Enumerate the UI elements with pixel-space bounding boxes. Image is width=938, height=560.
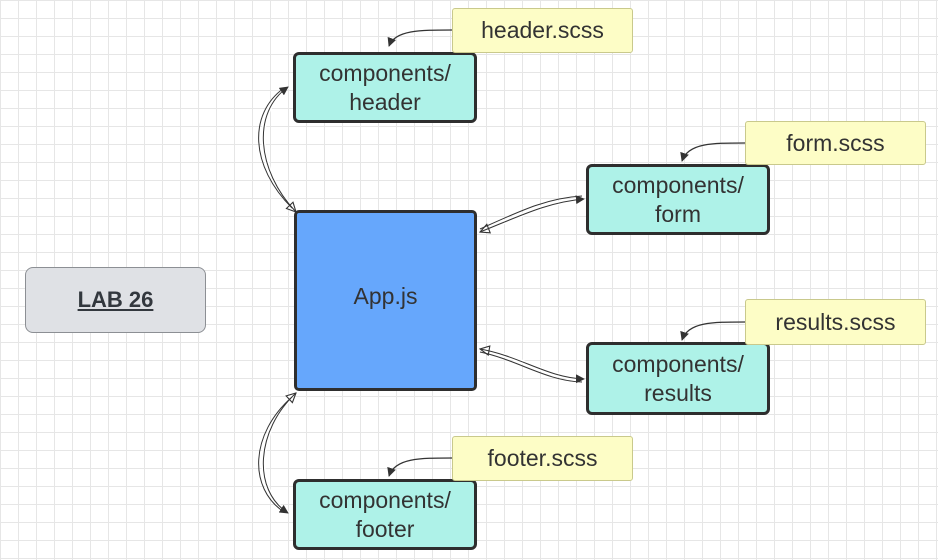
form-component-line1: components/ — [612, 171, 744, 198]
results-scss-label: results.scss — [775, 308, 896, 335]
link-app-form — [480, 196, 584, 234]
arrow-form-scss-to-form — [680, 142, 746, 162]
link-app-header — [258, 85, 298, 214]
results-component-line1: components/ — [612, 350, 744, 377]
results-component-node: components/ results — [586, 342, 770, 415]
lab-title: LAB 26 — [77, 287, 154, 312]
lab-title-box: LAB 26 — [25, 267, 206, 333]
app-js-node: App.js — [294, 210, 477, 391]
footer-component-node: components/ footer — [293, 479, 477, 550]
app-js-label: App.js — [353, 283, 418, 309]
footer-component-line2: footer — [355, 515, 415, 542]
header-scss-note: header.scss — [452, 8, 633, 53]
arrow-footer-scss-to-footer — [387, 457, 453, 477]
footer-scss-note: footer.scss — [452, 436, 633, 481]
results-scss-note: results.scss — [745, 299, 926, 345]
footer-component-line1: components/ — [319, 486, 451, 513]
header-scss-label: header.scss — [481, 17, 604, 43]
header-component-line1: components/ — [319, 59, 451, 86]
header-component-line2: header — [349, 88, 421, 115]
arrow-results-scss-to-results — [680, 321, 746, 341]
form-component-node: components/ form — [586, 164, 770, 235]
form-component-line2: form — [655, 200, 701, 227]
results-component-line2: results — [644, 379, 712, 406]
link-app-results — [480, 349, 584, 382]
form-scss-label: form.scss — [786, 129, 885, 156]
footer-scss-label: footer.scss — [487, 445, 598, 471]
header-component-node: components/ header — [293, 52, 477, 123]
arrow-header-scss-to-header — [387, 29, 453, 47]
form-scss-note: form.scss — [745, 121, 926, 165]
link-app-footer — [258, 391, 298, 515]
